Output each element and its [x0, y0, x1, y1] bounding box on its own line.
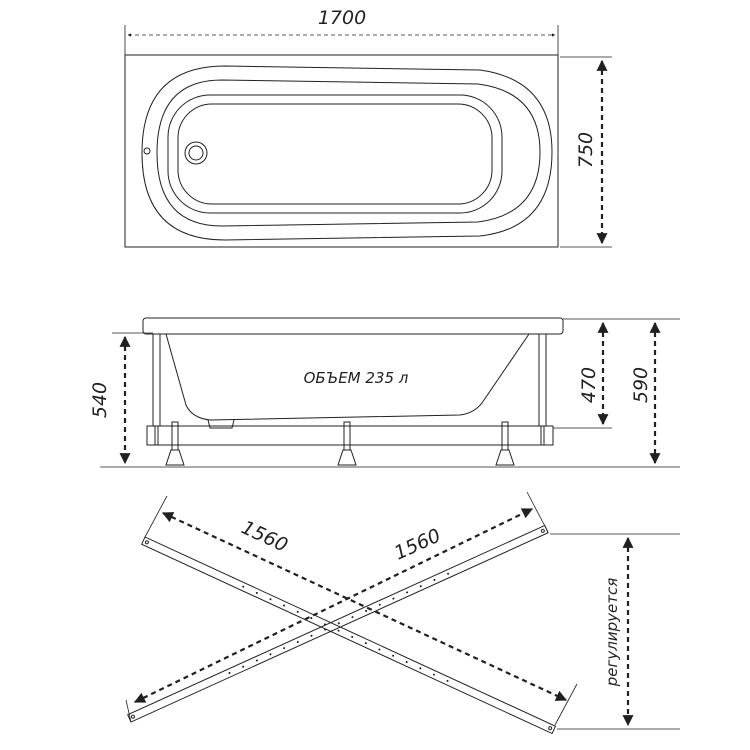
adjustable-label: регулируется	[603, 578, 621, 687]
frame-bar-2	[127, 524, 549, 723]
adjustable-feet	[154, 421, 545, 466]
frame-height-label: 540	[89, 382, 111, 418]
width-label: 750	[575, 132, 597, 168]
length-label: 1700	[318, 7, 366, 29]
top-view: 1700 750	[124, 7, 612, 248]
tub-basin	[167, 94, 503, 214]
volume-label: ОБЪЕМ 235 л	[304, 369, 409, 387]
overflow-icon	[143, 147, 151, 155]
frame-view: 1560 1560 регулируется	[125, 491, 680, 735]
side-view: ОБЪЕМ 235 л 540 470 590	[89, 317, 680, 468]
tub-height-label: 470	[578, 367, 600, 403]
tub-rim-side	[142, 317, 564, 335]
total-height-label: 590	[630, 367, 652, 403]
tub-body	[165, 333, 530, 421]
diagonal-2-label: 1560	[391, 525, 444, 565]
drain-icon	[184, 141, 208, 165]
tub-rim	[141, 65, 553, 241]
frame-bar-1	[140, 536, 557, 735]
tub-outline	[124, 54, 559, 248]
